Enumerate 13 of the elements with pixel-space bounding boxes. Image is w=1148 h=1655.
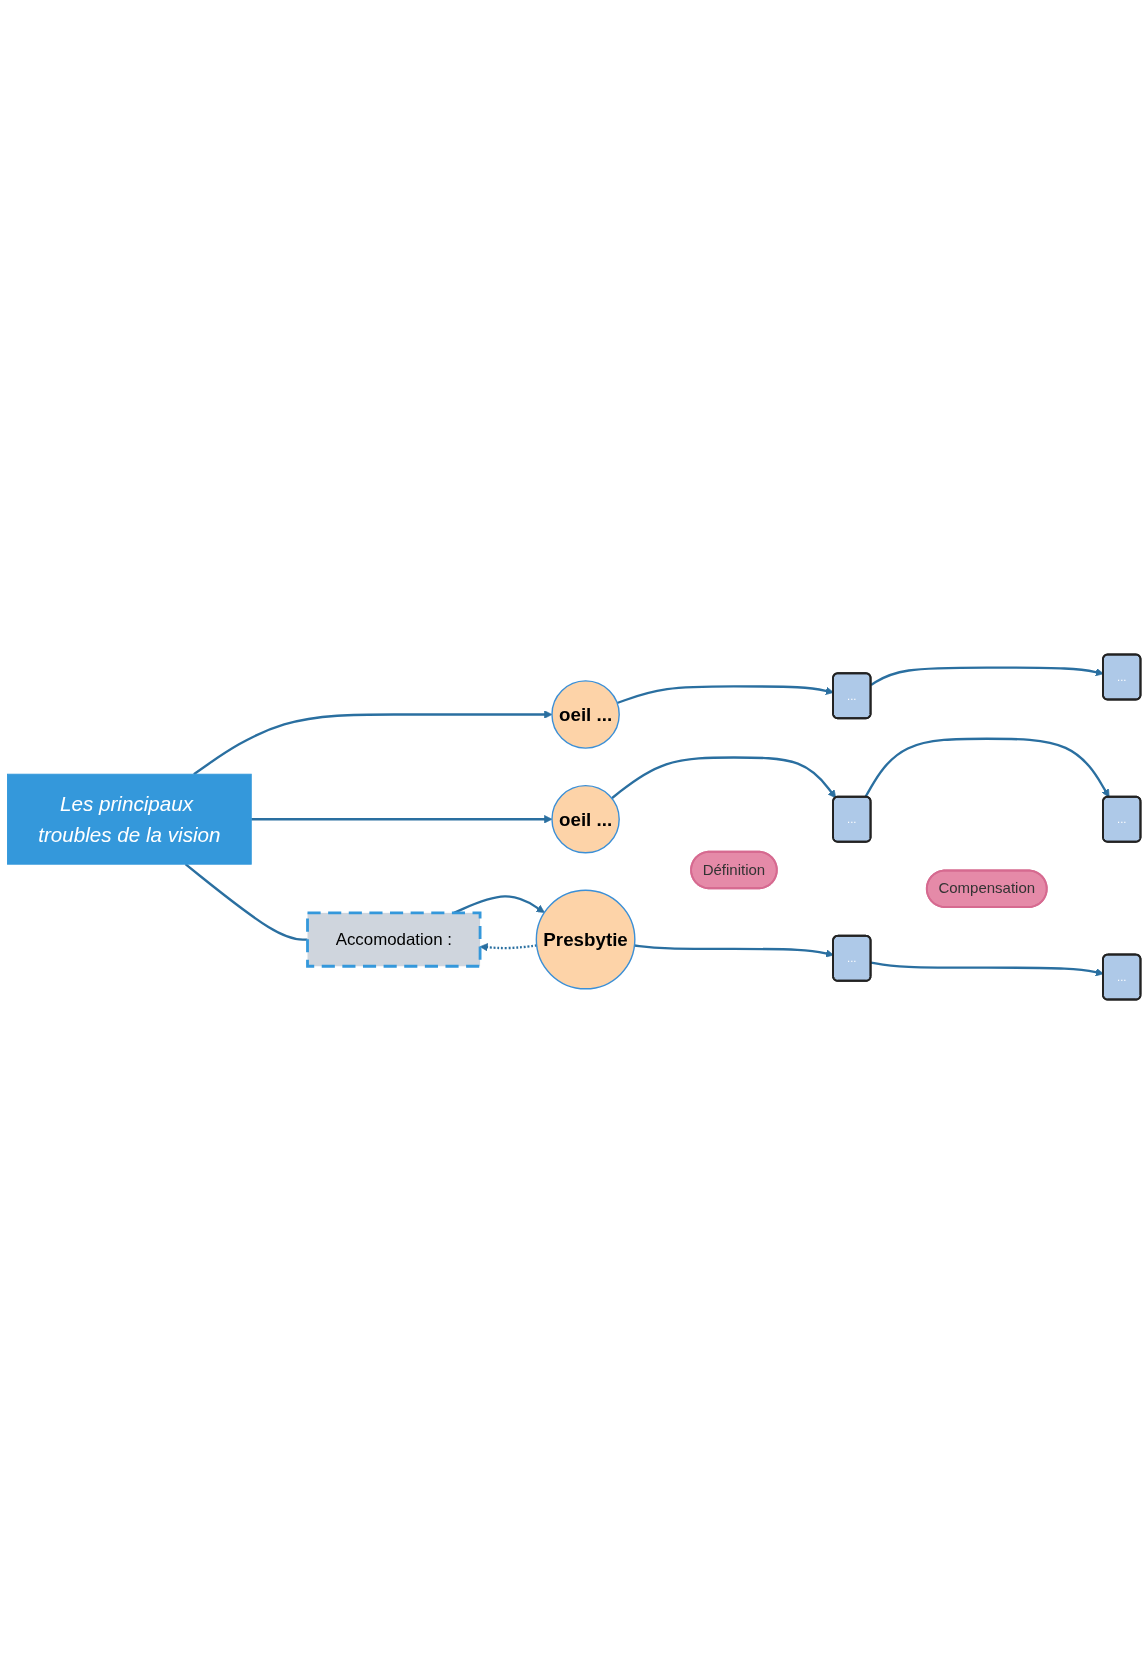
arrow [611, 756, 837, 800]
arrow [193, 710, 553, 776]
node-circle: oeil ... [551, 680, 620, 750]
node-box: Les principaux troubles de la vision [7, 774, 252, 866]
arrow [616, 685, 834, 705]
node-circle: oeil ... [551, 785, 620, 854]
arrow [251, 815, 553, 824]
arrow [634, 944, 834, 958]
connector [184, 863, 308, 942]
node-box: Accomodation : [306, 911, 482, 969]
node-circle: Presbytie [535, 890, 636, 990]
arrow [453, 895, 545, 915]
arrow [864, 738, 1110, 799]
